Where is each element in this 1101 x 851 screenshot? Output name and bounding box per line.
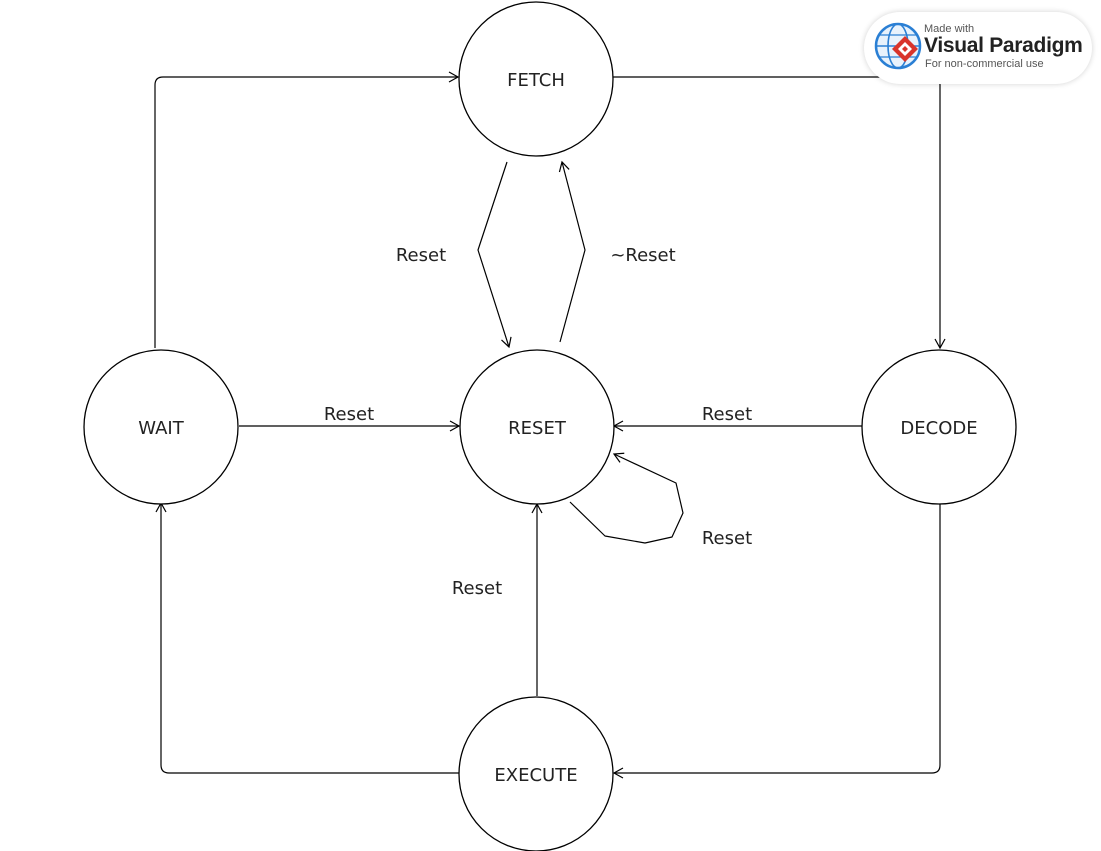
label-reset-to-fetch: ~Reset [610,245,675,266]
edge-wait-to-fetch [154,71,460,348]
state-decode: DECODE [861,349,1017,505]
watermark-made-with: Made with [924,23,975,35]
edge-reset-self-loop [569,452,684,544]
state-wait: WAIT [83,349,239,505]
state-execute: EXECUTE [458,696,614,851]
visual-paradigm-watermark: Made with Visual Paradigm For non-commer… [864,12,1092,84]
watermark-tagline: For non-commercial use [925,58,1044,70]
state-reset-label: RESET [508,418,567,439]
edge-fetch-to-reset [477,161,512,349]
state-fetch: FETCH [458,1,614,157]
state-reset: RESET [459,349,615,505]
watermark-brand: Visual Paradigm [924,34,1083,57]
label-fetch-to-reset: Reset [396,245,446,266]
edge-execute-to-wait [155,501,459,774]
label-decode-to-reset: Reset [702,404,752,425]
edge-decode-to-execute [612,504,941,779]
label-reset-self-loop: Reset [702,528,752,549]
state-fetch-label: FETCH [507,70,565,91]
edge-fetch-to-decode [613,76,946,350]
state-execute-label: EXECUTE [494,765,577,786]
state-wait-label: WAIT [138,418,184,439]
visual-paradigm-logo-icon [874,22,922,70]
state-decode-label: DECODE [900,418,977,439]
edge-reset-to-fetch [558,160,586,343]
label-execute-to-reset: Reset [452,578,502,599]
label-wait-to-reset: Reset [324,404,374,425]
